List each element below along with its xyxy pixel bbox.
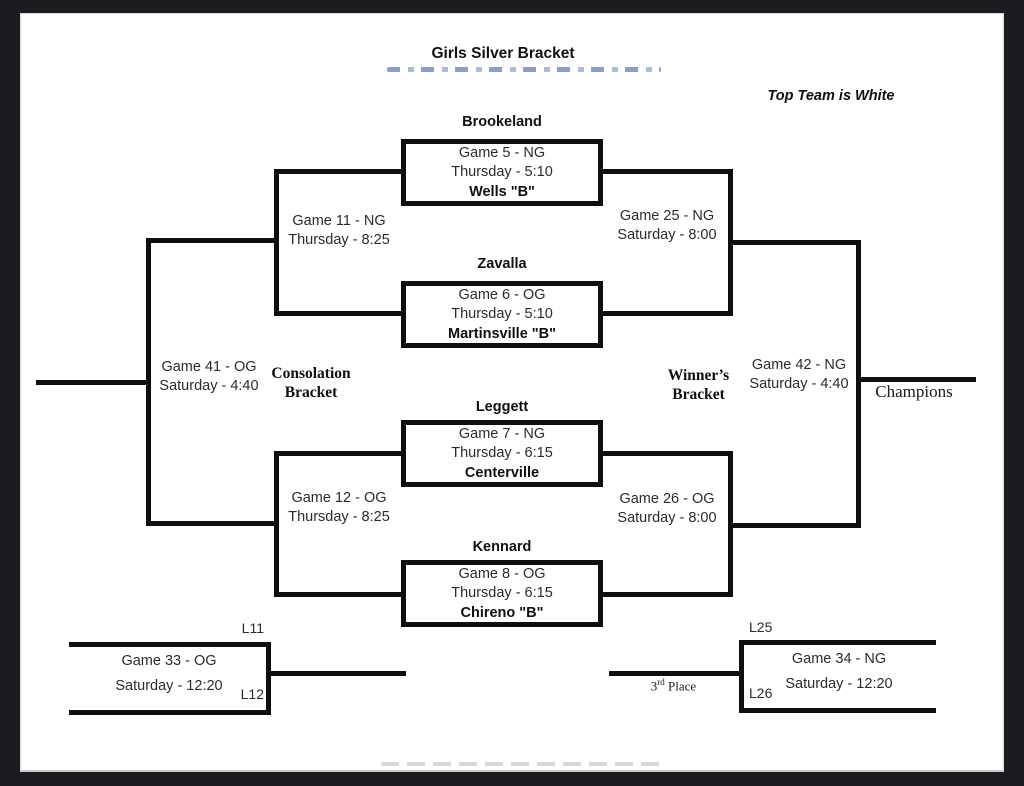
bracket-line-consolation-final [36, 380, 151, 385]
bracket-line [274, 311, 406, 316]
winners-bracket-label: Winner’s Bracket [641, 366, 756, 404]
bracket-line [739, 640, 936, 645]
bracket-line [739, 640, 744, 713]
bracket-line [146, 238, 279, 243]
connector-label-game26: Game 26 - OG Saturday - 8:00 [604, 490, 730, 528]
page-title: Girls Silver Bracket [431, 45, 575, 62]
game-bottom-team: Chireno "B" [460, 604, 544, 621]
bracket-line [856, 240, 861, 528]
slot-label-l25: L25 [749, 619, 773, 635]
game-time: Thursday - 8:25 [288, 232, 390, 248]
bracket-line [274, 451, 406, 456]
champions-label: Champions [875, 382, 953, 401]
game-time: Saturday - 12:20 [785, 676, 893, 692]
game-time: Thursday - 6:15 [451, 444, 553, 461]
top-team-note: Top Team is White [767, 88, 895, 104]
game-time: Saturday - 8:00 [617, 227, 717, 243]
game-id: Game 12 - OG [291, 490, 387, 506]
game-box-5: Game 5 - NG Thursday - 5:10 Wells "B" [401, 139, 603, 206]
bracket-line [69, 710, 271, 715]
seed-team-kennard: Kennard [472, 539, 532, 555]
bracket-sheet: Girls Silver Bracket Top Team is White B… [20, 13, 1004, 772]
bracket-line [728, 240, 861, 245]
connector-label-game25: Game 25 - NG Saturday - 8:00 [604, 207, 730, 245]
third-place-number: 3 [650, 678, 658, 694]
consolation-bracket-label: Consolation Bracket [253, 364, 369, 402]
game-bottom-team: Martinsville "B" [447, 325, 557, 342]
bracket-line [728, 523, 861, 528]
bracket-line [601, 592, 733, 597]
game-id: Game 42 - NG [751, 357, 847, 373]
connector-label-game12: Game 12 - OG Thursday - 8:25 [276, 489, 402, 527]
slot-label-l11: L11 [241, 620, 264, 636]
bracket-line [266, 671, 406, 676]
bracket-line [601, 169, 733, 174]
game-time: Saturday - 4:40 [159, 378, 259, 394]
bracket-line [601, 311, 733, 316]
game-id: Game 41 - OG [161, 359, 257, 375]
label-line: Consolation [271, 365, 351, 382]
game-time: Thursday - 5:10 [451, 305, 553, 322]
bracket-line [266, 642, 271, 715]
game-box-8: Game 8 - OG Thursday - 6:15 Chireno "B" [401, 560, 603, 627]
redacted-text-smudge-bottom [381, 762, 661, 766]
game-id: Game 5 - NG [458, 144, 546, 161]
game-id: Game 25 - NG [619, 208, 715, 224]
third-place-ordinal: rd [657, 677, 665, 687]
game-id: Game 11 - NG [292, 213, 386, 229]
game-id: Game 26 - OG [619, 491, 715, 507]
connector-label-game42: Game 42 - NG Saturday - 4:40 [743, 356, 855, 394]
game-id: Game 7 - NG [458, 425, 546, 442]
slot-label-l12: L12 [240, 686, 264, 702]
seed-team-zavalla: Zavalla [477, 256, 527, 272]
game-box-6: Game 6 - OG Thursday - 5:10 Martinsville… [401, 281, 603, 348]
game-bottom-team: Centerville [464, 464, 540, 481]
connector-label-game34: Game 34 - NG Saturday - 12:20 [743, 647, 935, 697]
redacted-text-smudge-top [387, 67, 661, 72]
game-time: Thursday - 6:15 [451, 584, 553, 601]
game-time: Saturday - 4:40 [749, 376, 849, 392]
bracket-line-champion [856, 377, 976, 382]
bracket-line-third-place [609, 671, 744, 676]
bracket-line [146, 521, 279, 526]
label-line: Bracket [284, 384, 338, 401]
game-id: Game 6 - OG [458, 286, 546, 303]
label-line: Bracket [672, 386, 725, 403]
seed-team-leggett: Leggett [475, 399, 529, 415]
game-id: Game 33 - OG [121, 653, 217, 669]
connector-label-game33: Game 33 - OG Saturday - 12:20 [74, 649, 264, 699]
game-id: Game 34 - NG [791, 651, 887, 667]
slot-label-l26: L26 [749, 685, 773, 701]
connector-label-game41: Game 41 - OG Saturday - 4:40 [153, 358, 265, 396]
label-line: Winner’s [667, 367, 730, 384]
game-time: Saturday - 12:20 [115, 678, 223, 694]
third-place-label: 3rd Place [621, 677, 726, 694]
bracket-line [274, 592, 406, 597]
game-id: Game 8 - OG [458, 565, 546, 582]
game-time: Saturday - 8:00 [617, 510, 717, 526]
connector-label-game11: Game 11 - NG Thursday - 8:25 [276, 212, 402, 250]
third-place-word: Place [664, 678, 697, 694]
bracket-line [274, 169, 406, 174]
seed-team-brookeland: Brookeland [462, 114, 542, 130]
bracket-line [739, 708, 936, 713]
game-bottom-team: Wells "B" [469, 183, 535, 200]
game-box-7: Game 7 - NG Thursday - 6:15 Centerville [401, 420, 603, 487]
bracket-line [601, 451, 733, 456]
game-time: Thursday - 8:25 [288, 509, 390, 525]
game-time: Thursday - 5:10 [451, 163, 553, 180]
bracket-line [69, 642, 271, 647]
